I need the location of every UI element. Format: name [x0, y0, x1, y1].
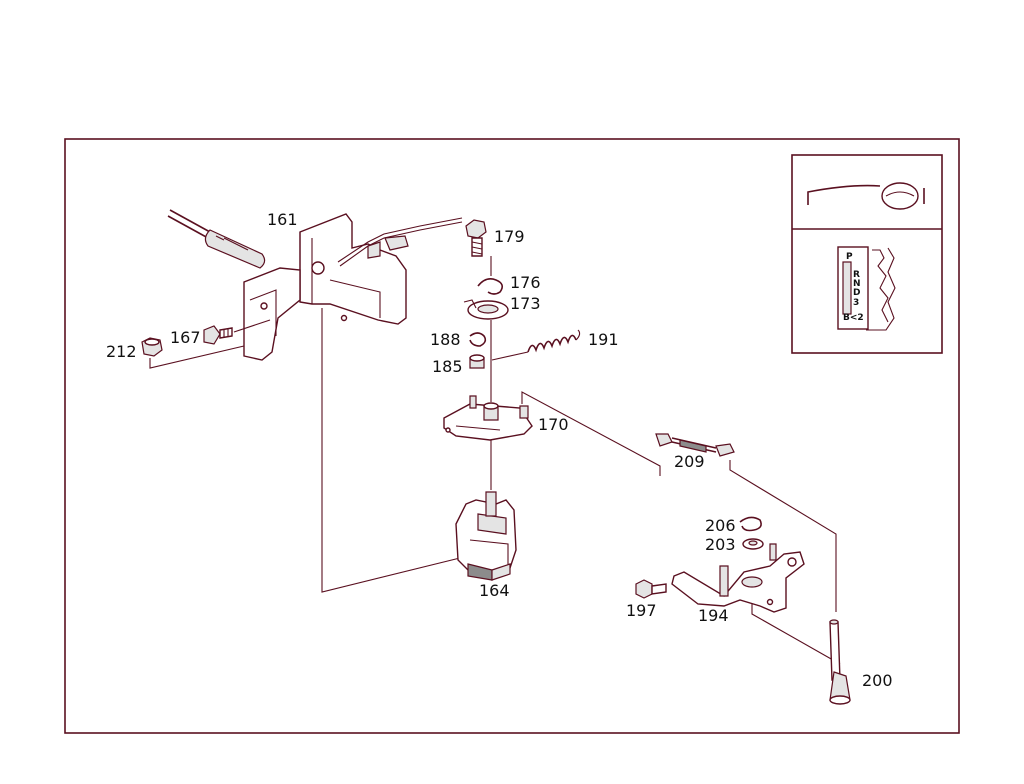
gear-position-n: N	[853, 279, 861, 289]
gear-position-d: D	[853, 288, 860, 298]
part-197-bolt[interactable]	[635, 579, 667, 599]
gear-position-3: 3	[853, 298, 859, 308]
label-188[interactable]: 188	[430, 330, 461, 349]
part-164-valve[interactable]	[455, 491, 517, 581]
label-197[interactable]: 197	[626, 601, 657, 620]
part-179-bolt[interactable]	[465, 219, 487, 257]
part-161-bracket[interactable]	[167, 209, 463, 361]
label-176[interactable]: 176	[510, 273, 541, 292]
label-200[interactable]: 200	[862, 671, 893, 690]
part-188-clip[interactable]	[469, 332, 487, 347]
gear-position-p: P	[846, 252, 853, 262]
leader-194	[751, 604, 841, 665]
label-206[interactable]: 206	[705, 516, 736, 535]
part-167-bolt[interactable]	[203, 325, 233, 345]
leader-209	[729, 460, 837, 612]
part-209-rod[interactable]	[655, 433, 735, 457]
part-206-clip[interactable]	[739, 516, 762, 532]
leader-170-209	[521, 391, 661, 476]
part-200-pin[interactable]	[829, 619, 851, 705]
label-170[interactable]: 170	[538, 415, 569, 434]
gear-position-r: R	[853, 270, 860, 280]
leader-167	[233, 319, 271, 333]
part-176-clip[interactable]	[477, 278, 504, 295]
label-167[interactable]: 167	[170, 328, 201, 347]
part-194-bracket[interactable]	[671, 543, 805, 613]
label-185[interactable]: 185	[432, 357, 463, 376]
leader-212	[149, 345, 245, 369]
leader-164	[321, 308, 469, 593]
part-203-washer[interactable]	[742, 538, 764, 550]
label-212[interactable]: 212	[106, 342, 137, 361]
label-161[interactable]: 161	[267, 210, 298, 229]
label-164[interactable]: 164	[479, 581, 510, 600]
part-212-nut[interactable]	[141, 337, 163, 357]
gear-position-b2: B<2	[843, 313, 864, 323]
inset-gear-selector: P R N D 3 B<2	[791, 154, 943, 354]
diagram-frame	[64, 138, 960, 734]
part-173-washer[interactable]	[463, 299, 509, 320]
part-191-spring[interactable]	[491, 329, 581, 361]
label-179[interactable]: 179	[494, 227, 525, 246]
label-173[interactable]: 173	[510, 294, 541, 313]
label-191[interactable]: 191	[588, 330, 619, 349]
part-170-lever[interactable]	[443, 395, 533, 441]
label-209[interactable]: 209	[674, 452, 705, 471]
part-185-bushing[interactable]	[469, 354, 485, 369]
label-194[interactable]: 194	[698, 606, 729, 625]
label-203[interactable]: 203	[705, 535, 736, 554]
